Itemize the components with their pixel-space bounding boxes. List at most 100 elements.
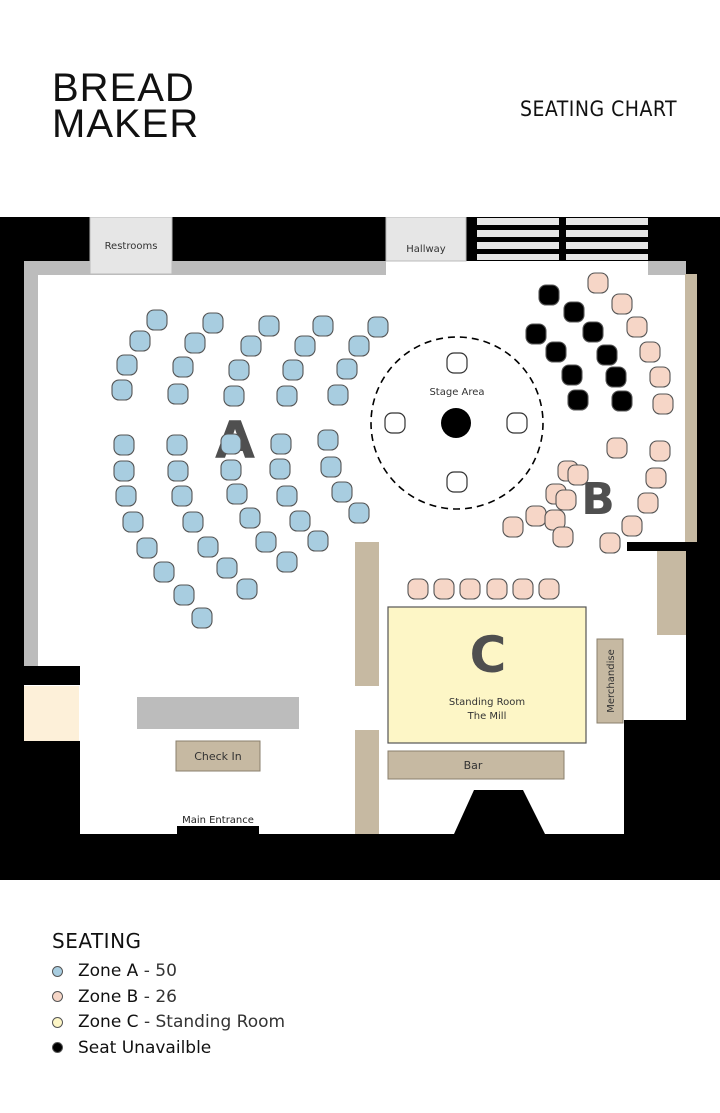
zone-a-seat[interactable]	[258, 315, 280, 337]
zone-a-seat[interactable]	[111, 379, 133, 401]
merchandise-label: Merchandise	[606, 649, 617, 712]
zone-b-seat[interactable]	[649, 440, 671, 462]
zone-b-seat[interactable]	[567, 464, 589, 486]
unavailable-seat[interactable]	[538, 284, 560, 306]
zone-b-seat[interactable]	[407, 578, 429, 600]
zone-a-seat[interactable]	[223, 385, 245, 407]
zone-a-seat[interactable]	[216, 557, 238, 579]
zone-a-seat[interactable]	[367, 316, 389, 338]
check-in-desk	[175, 740, 261, 772]
zone-a-seat[interactable]	[171, 485, 193, 507]
unavailable-seat[interactable]	[545, 341, 567, 363]
zone-a-seats	[111, 309, 389, 629]
zone-a-seat[interactable]	[289, 510, 311, 532]
zone-a-seat[interactable]	[240, 335, 262, 357]
zone-b-seat[interactable]	[645, 467, 667, 489]
unavailable-seat[interactable]	[525, 323, 547, 345]
zone-a-seat[interactable]	[348, 335, 370, 357]
legend-separator: -	[138, 961, 156, 981]
zone-b-seat[interactable]	[502, 516, 524, 538]
zone-b-seat[interactable]	[637, 492, 659, 514]
unavailable-seat[interactable]	[611, 390, 633, 412]
zone-a-seat[interactable]	[115, 485, 137, 507]
zone-b-seat[interactable]	[525, 505, 547, 527]
unavailable-seat[interactable]	[596, 344, 618, 366]
zone-a-seat[interactable]	[220, 433, 242, 455]
zone-a-seat[interactable]	[255, 531, 277, 553]
stage-seat-top	[446, 352, 468, 374]
zone-a-seat[interactable]	[122, 511, 144, 533]
zone-a-seat[interactable]	[113, 460, 135, 482]
zone-b-seat[interactable]	[626, 316, 648, 338]
zone-a-seat[interactable]	[294, 335, 316, 357]
zone-b-seat[interactable]	[459, 578, 481, 600]
zone-a-seat[interactable]	[327, 384, 349, 406]
zone-a-seat[interactable]	[317, 429, 339, 451]
unavailable-seat[interactable]	[563, 301, 585, 323]
zone-a-seat[interactable]	[202, 312, 224, 334]
legend-separator: -	[138, 1012, 156, 1032]
legend-label: Zone C	[78, 1012, 139, 1032]
unavailable-seat[interactable]	[582, 321, 604, 343]
zone-b-seats	[407, 272, 674, 600]
zone-a-seat[interactable]	[320, 456, 342, 478]
unavailable-seat[interactable]	[567, 389, 589, 411]
zone-b-seat[interactable]	[599, 532, 621, 554]
zone-b-seat[interactable]	[652, 393, 674, 415]
page-title: SEATING CHART	[520, 97, 678, 121]
zone-a-seat[interactable]	[191, 607, 213, 629]
legend-description: 26	[155, 986, 177, 1007]
center-partition-lower	[355, 730, 379, 834]
zone-a-seat[interactable]	[236, 578, 258, 600]
zone-b-seat[interactable]	[649, 366, 671, 388]
zone-a-seat[interactable]	[270, 433, 292, 455]
zone-a-seat[interactable]	[136, 537, 158, 559]
side-door	[24, 686, 79, 741]
zone-b-seat[interactable]	[621, 515, 643, 537]
zone-a-seat[interactable]	[226, 483, 248, 505]
zone-a-seat[interactable]	[269, 458, 291, 480]
legend-swatch	[52, 965, 63, 977]
right-partition	[685, 274, 697, 542]
zone-b-seat[interactable]	[433, 578, 455, 600]
zone-a-seat[interactable]	[282, 359, 304, 381]
zone-b-seat[interactable]	[611, 293, 633, 315]
zone-a-seat[interactable]	[146, 309, 168, 331]
logo: BREAD MAKER	[52, 68, 200, 146]
zone-a-seat[interactable]	[166, 434, 188, 456]
zone-a-seat[interactable]	[116, 354, 138, 376]
zone-a-seat[interactable]	[276, 385, 298, 407]
zone-a-seat[interactable]	[312, 315, 334, 337]
zone-a-seat[interactable]	[348, 502, 370, 524]
zone-a-seat[interactable]	[276, 551, 298, 573]
zone-b-seat[interactable]	[606, 437, 628, 459]
zone-a-seat[interactable]	[153, 561, 175, 583]
zone-b-seat[interactable]	[512, 578, 534, 600]
zone-b-seat[interactable]	[538, 578, 560, 600]
zone-a-seat[interactable]	[173, 584, 195, 606]
zone-b-seat[interactable]	[555, 489, 577, 511]
zone-a-seat[interactable]	[113, 434, 135, 456]
zone-b-seat[interactable]	[552, 526, 574, 548]
zone-a-seat[interactable]	[172, 356, 194, 378]
unavailable-seat[interactable]	[605, 366, 627, 388]
zone-a-seat[interactable]	[331, 481, 353, 503]
logo-line-2: MAKER	[52, 102, 200, 146]
zone-a-seat[interactable]	[129, 330, 151, 352]
zone-a-seat[interactable]	[336, 358, 358, 380]
zone-b-seat[interactable]	[639, 341, 661, 363]
zone-a-seat[interactable]	[307, 530, 329, 552]
zone-a-seat[interactable]	[184, 332, 206, 354]
zone-a-seat[interactable]	[167, 460, 189, 482]
zone-a-seat[interactable]	[276, 485, 298, 507]
legend-item-zone-c: Zone C - Standing Room	[52, 1010, 285, 1034]
zone-a-seat[interactable]	[239, 507, 261, 529]
zone-a-seat[interactable]	[167, 383, 189, 405]
unavailable-seat[interactable]	[561, 364, 583, 386]
zone-a-seat[interactable]	[182, 511, 204, 533]
zone-b-seat[interactable]	[486, 578, 508, 600]
zone-a-seat[interactable]	[220, 459, 242, 481]
zone-b-seat[interactable]	[587, 272, 609, 294]
zone-a-seat[interactable]	[197, 536, 219, 558]
zone-a-seat[interactable]	[228, 359, 250, 381]
